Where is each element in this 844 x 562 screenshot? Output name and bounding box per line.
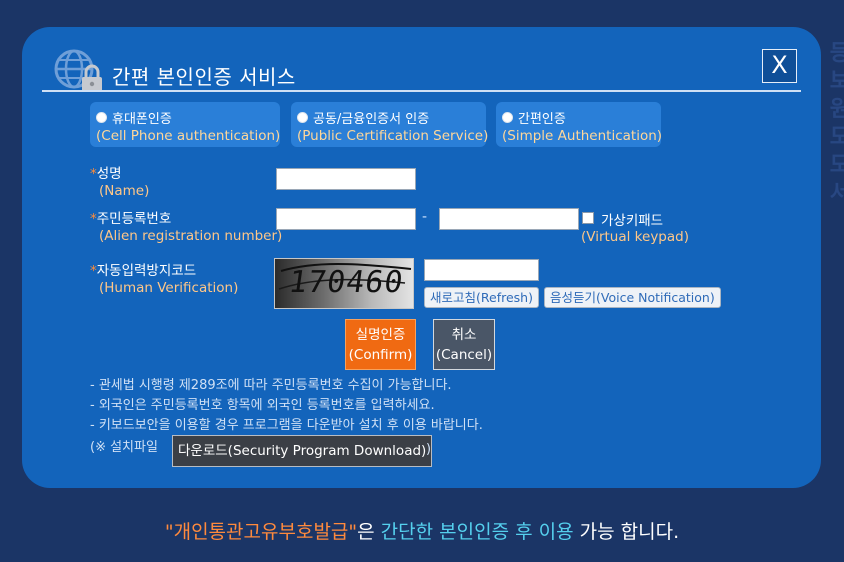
notice-list: - 관세법 시행령 제289조에 따라 주민등록번호 수집이 가능합니다. - …: [90, 376, 483, 436]
captcha-label: *자동입력방지코드 (Human Verification): [90, 263, 239, 296]
tab-label: 공동/금융인증서 인증: [313, 112, 430, 127]
tab-label-en: (Cell Phone authentication): [96, 128, 281, 144]
virtual-keypad-checkbox[interactable]: [582, 212, 594, 224]
refresh-button[interactable]: 새로고침(Refresh): [424, 287, 539, 308]
tab-simple-auth[interactable]: 간편인증 (Simple Authentication): [496, 102, 663, 147]
install-prefix: (※ 설치파일: [90, 440, 158, 455]
virtual-keypad-label-en: (Virtual keypad): [581, 229, 689, 245]
background-watermark: 등보원도모서: [829, 41, 844, 206]
close-button[interactable]: X: [762, 49, 797, 83]
arn-separator: -: [422, 209, 428, 225]
voice-notification-button[interactable]: 음성듣기(Voice Notification): [544, 287, 721, 308]
title-divider: [42, 90, 801, 92]
notice-item: - 관세법 시행령 제289조에 따라 주민등록번호 수집이 가능합니다.: [90, 378, 452, 393]
arn-first-input[interactable]: [276, 208, 416, 230]
notice-item: - 키보드보안을 이용할 경우 프로그램을 다운받아 설치 후 이용 바랍니다.: [90, 418, 483, 433]
radio-simple-auth[interactable]: [502, 112, 513, 123]
tab-label-en: (Simple Authentication): [502, 128, 663, 144]
tab-label: 간편인증: [518, 112, 566, 127]
tab-label-en: (Public Certification Service): [297, 128, 489, 144]
captcha-image: 170460: [274, 258, 414, 309]
name-input[interactable]: [276, 168, 416, 190]
dialog-title: 간편 본인인증 서비스: [112, 65, 296, 89]
arn-label: *주민등록번호 (Alien registration number): [90, 211, 283, 244]
auth-dialog: 간편 본인인증 서비스 X 휴대폰인증 (Cell Phone authenti…: [22, 27, 821, 488]
radio-cell-phone[interactable]: [96, 112, 107, 123]
footer-message: "개인통관고유부호발급"은 간단한 본인인증 후 이용 가능 합니다.: [164, 521, 680, 543]
name-label: *성명 (Name): [90, 166, 150, 199]
captcha-text: 170460: [286, 265, 406, 300]
security-download-button[interactable]: 다운로드(Security Program Download): [172, 435, 433, 467]
virtual-keypad-label: 가상키패드: [601, 213, 664, 229]
globe-lock-icon: [54, 49, 102, 92]
cancel-button[interactable]: 취소 (Cancel): [433, 319, 495, 370]
arn-second-input[interactable]: [439, 208, 579, 230]
tab-cell-phone[interactable]: 휴대폰인증 (Cell Phone authentication): [90, 102, 280, 147]
confirm-button[interactable]: 실명인증 (Confirm): [345, 319, 416, 370]
tab-public-certificate[interactable]: 공동/금융인증서 인증 (Public Certification Servic…: [291, 102, 489, 147]
radio-public-certificate[interactable]: [297, 112, 308, 123]
captcha-noise: [278, 263, 412, 290]
install-suffix: ): [426, 442, 432, 457]
tab-label: 휴대폰인증: [112, 112, 172, 127]
notice-item: - 외국인은 주민등록번호 항목에 외국인 등록번호를 입력하세요.: [90, 398, 435, 413]
captcha-input[interactable]: [424, 259, 539, 281]
